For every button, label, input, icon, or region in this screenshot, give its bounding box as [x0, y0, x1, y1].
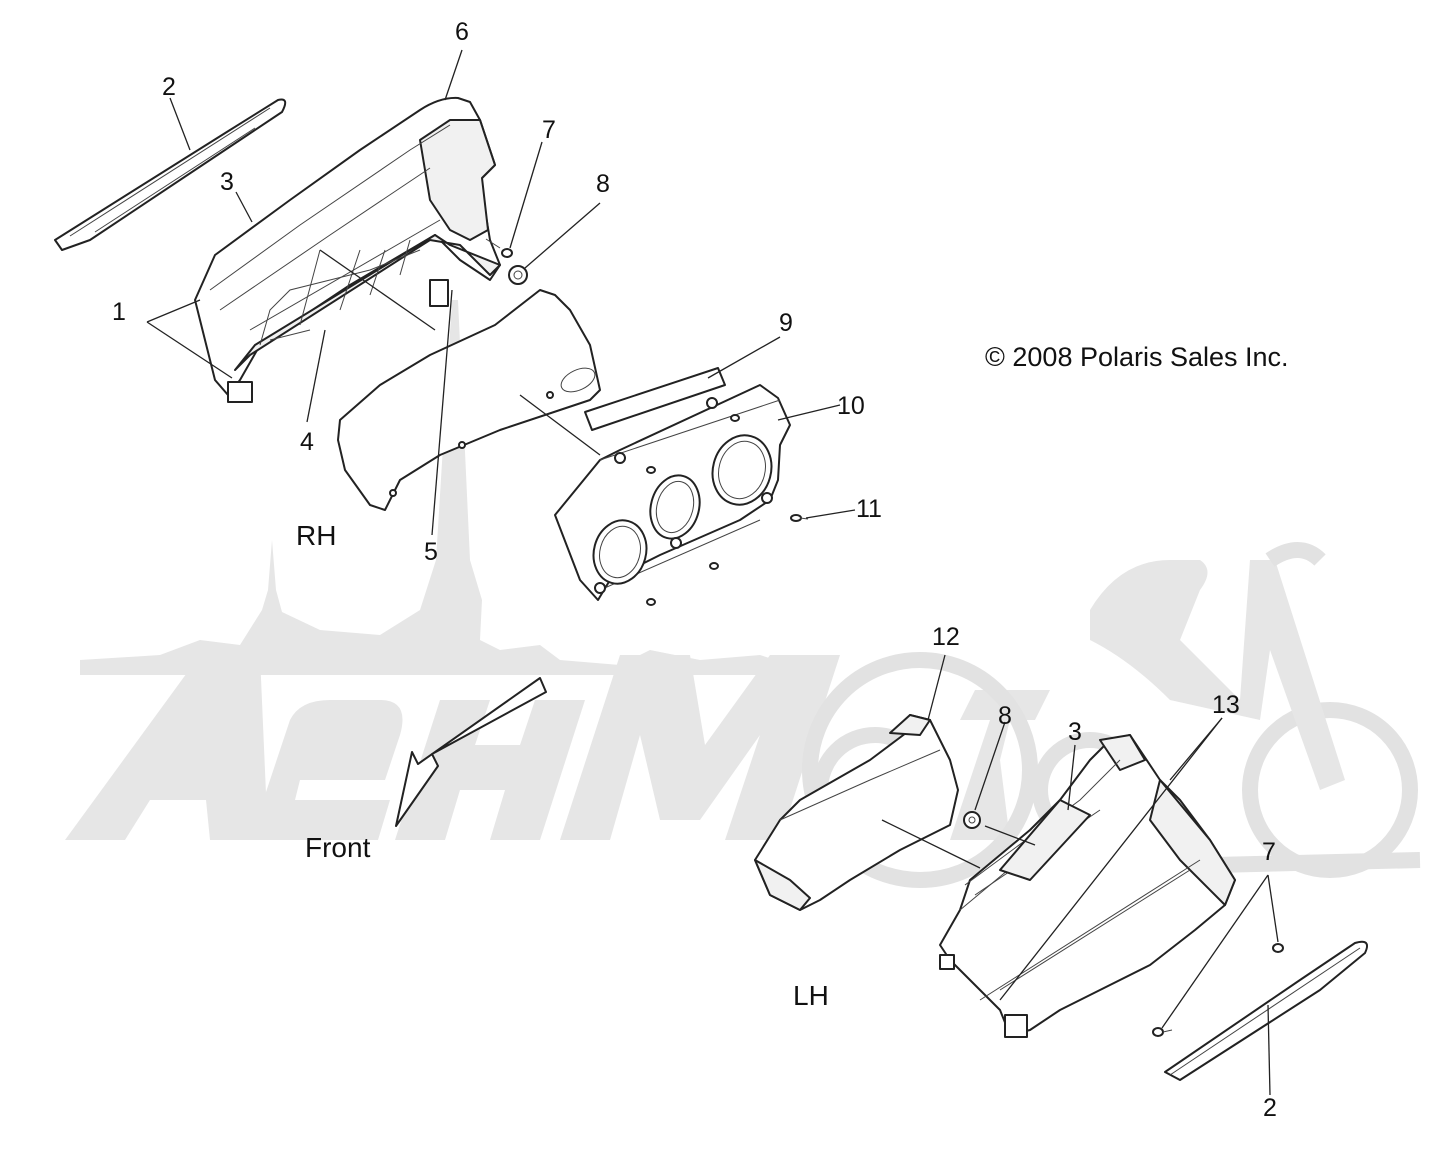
right-hand-label: RH [296, 520, 336, 551]
callout-10: 10 [837, 392, 865, 420]
part-12-left-insert [754, 714, 959, 911]
callout-13: 13 [1212, 691, 1240, 719]
front-label: Front [305, 832, 371, 863]
callout-12: 12 [932, 623, 960, 651]
callout-3: 3 [220, 168, 234, 196]
callout-8-left: 8 [998, 702, 1012, 730]
callout-1: 1 [112, 298, 126, 326]
front-direction-arrow [395, 677, 547, 827]
part-9-decal-strip [584, 367, 726, 431]
part-10-gauge-bezel [554, 384, 791, 601]
callout-6: 6 [455, 18, 469, 46]
part-5-lens-cover [337, 289, 601, 511]
callout-3-left: 3 [1068, 718, 1082, 746]
callout-5: 5 [424, 538, 438, 566]
watermark-logo [65, 300, 1421, 888]
callout-labels: 1 2 3 4 5 6 7 8 9 10 11 12 8 3 13 7 2 [112, 18, 1277, 1122]
callout-4: 4 [300, 428, 314, 456]
part-7-screw-left [1152, 943, 1284, 1037]
callout-8: 8 [596, 170, 610, 198]
part-7-screw-right [485, 238, 513, 258]
part-2-trim-strip-right [54, 98, 287, 251]
part-3-right-housing [194, 96, 501, 403]
callout-9: 9 [779, 309, 793, 337]
part-11-screws [646, 414, 809, 606]
part-8-grommet-left [963, 811, 981, 829]
leader-lines [146, 49, 1279, 1096]
callout-7: 7 [542, 116, 556, 144]
left-hand-label: LH [793, 980, 829, 1011]
callout-2: 2 [162, 73, 176, 101]
part-13-left-housing [939, 734, 1236, 1038]
copyright-notice: © 2008 Polaris Sales Inc. [985, 342, 1289, 372]
callout-11: 11 [856, 495, 882, 523]
callout-2-left: 2 [1263, 1094, 1277, 1122]
part-2-trim-strip-left [1164, 940, 1368, 1081]
part-8-grommet-right [508, 265, 528, 285]
callout-7-left: 7 [1262, 838, 1276, 866]
